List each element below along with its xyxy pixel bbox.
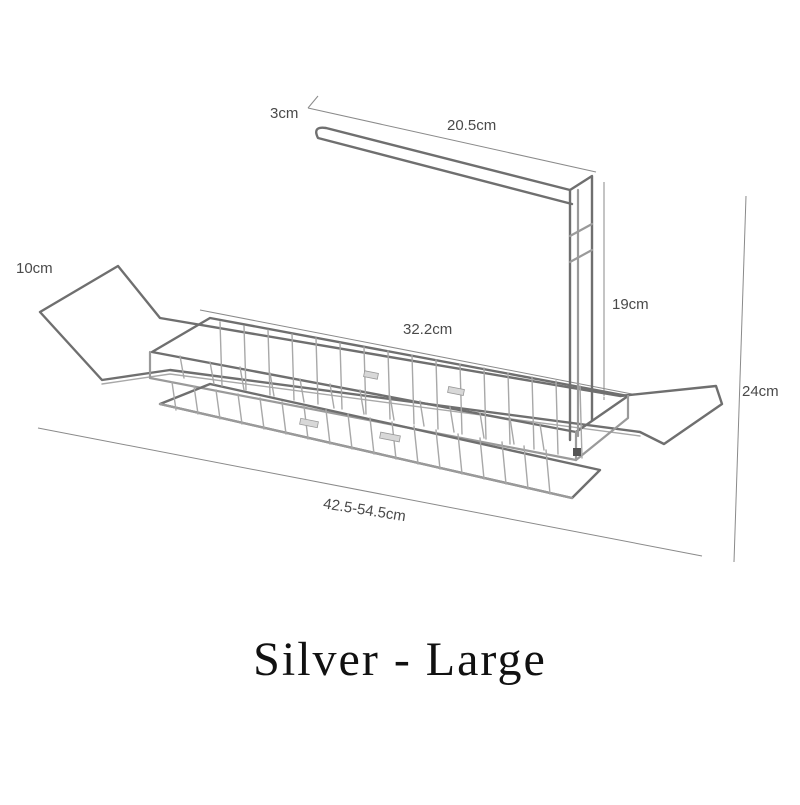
basket-rim-lower bbox=[148, 376, 578, 462]
label-total-height: 24cm bbox=[742, 383, 779, 400]
dimension-lines bbox=[37, 95, 747, 563]
total-height-dim-line bbox=[733, 195, 747, 563]
label-handle-depth: 3cm bbox=[270, 105, 298, 122]
connector-clip bbox=[379, 431, 401, 443]
handle-upright bbox=[568, 174, 594, 442]
basket-wires bbox=[171, 321, 583, 495]
label-handle-height: 19cm bbox=[612, 296, 649, 313]
connector-clip bbox=[363, 370, 379, 380]
label-basket-length: 32.2cm bbox=[403, 321, 452, 338]
dimension-labels: 3cm 20.5cm 10cm 32.2cm 19cm 24cm 42.5-54… bbox=[16, 105, 779, 525]
label-extend-length: 42.5-54.5cm bbox=[322, 495, 407, 525]
connector-clip bbox=[299, 417, 319, 429]
handle-top-loop bbox=[315, 126, 574, 206]
extension-rail bbox=[38, 264, 724, 446]
label-handle-width: 20.5cm bbox=[447, 117, 496, 134]
front-rim-bars bbox=[179, 355, 545, 451]
label-side-width: 10cm bbox=[16, 260, 53, 277]
length-dim-line bbox=[37, 427, 703, 557]
product-variant-title: Silver - Large bbox=[253, 633, 547, 686]
screw-icon bbox=[573, 448, 581, 456]
connector-clip bbox=[447, 386, 465, 396]
basket-length-dim-line bbox=[199, 309, 633, 395]
top-depth-dim-line bbox=[307, 95, 319, 109]
rack-frame bbox=[38, 126, 724, 500]
top-width-dim-line bbox=[307, 107, 597, 173]
